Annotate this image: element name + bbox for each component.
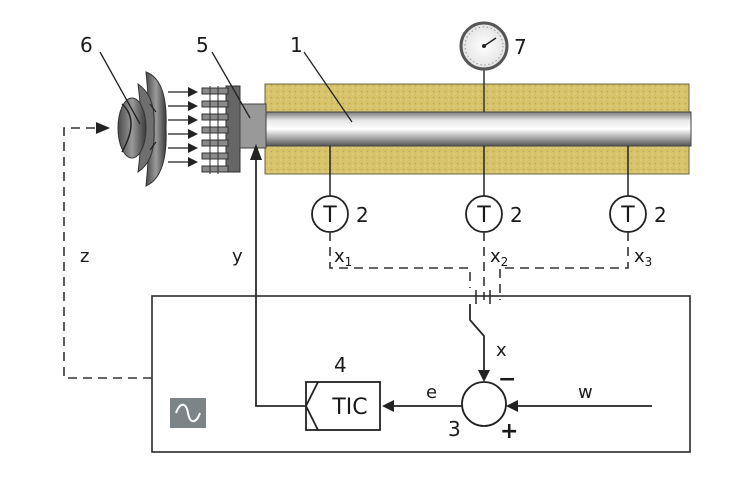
leader-lines — [99, 51, 353, 125]
signal-x3-label: x3 — [634, 246, 652, 269]
sensor-1: T 2 — [311, 146, 369, 233]
sensor-2-symbol: T — [476, 203, 491, 228]
label-heater-number: 5 — [196, 33, 209, 57]
label-controller-number: 4 — [334, 353, 347, 377]
disturbance-z-line — [63, 127, 152, 379]
disturbance-z-arrow — [96, 122, 110, 134]
sensor-1-number: 2 — [356, 203, 369, 227]
signal-e-label: e — [426, 382, 437, 403]
sensor-signal-lines — [329, 232, 629, 304]
signal-x1-label: x1 — [334, 246, 352, 269]
label-tube-number: 1 — [290, 33, 303, 57]
temperature-gauge-icon — [459, 21, 509, 112]
sensor-3-symbol: T — [620, 203, 635, 228]
signal-x-label: x — [496, 340, 507, 361]
sensor-2-number: 2 — [510, 203, 523, 227]
label-fan-number: 6 — [80, 33, 93, 57]
measurement-arrow — [478, 370, 490, 382]
signal-y-label: y — [232, 246, 243, 267]
heater-icon — [201, 85, 267, 174]
signal-x2-label: x2 — [490, 246, 508, 269]
ac-signal-icon — [170, 398, 206, 428]
measurement-line — [469, 304, 485, 378]
error-arrow — [382, 400, 394, 412]
setpoint-arrow — [506, 400, 518, 412]
output-y-arrow — [250, 144, 262, 160]
airflow-arrows — [168, 87, 198, 167]
sensor-1-symbol: T — [322, 203, 337, 228]
insulated-tube — [262, 83, 692, 175]
sensor-3-number: 2 — [654, 203, 667, 227]
label-gauge-number: 7 — [514, 35, 527, 59]
output-y-line — [255, 158, 306, 407]
label-comparator-number: 3 — [448, 417, 461, 441]
controller-label: TIC — [331, 395, 367, 420]
controller-tic: TIC — [304, 381, 381, 431]
sensor-2: T 2 — [465, 146, 523, 233]
comparator-circle — [461, 381, 507, 427]
fan-icon — [117, 71, 167, 187]
signal-z-label: z — [80, 246, 89, 267]
control-unit-box — [151, 295, 691, 453]
signal-w-label: w — [578, 382, 593, 403]
comparator-plus-sign: + — [500, 419, 518, 444]
comparator-minus-sign: − — [498, 367, 516, 392]
